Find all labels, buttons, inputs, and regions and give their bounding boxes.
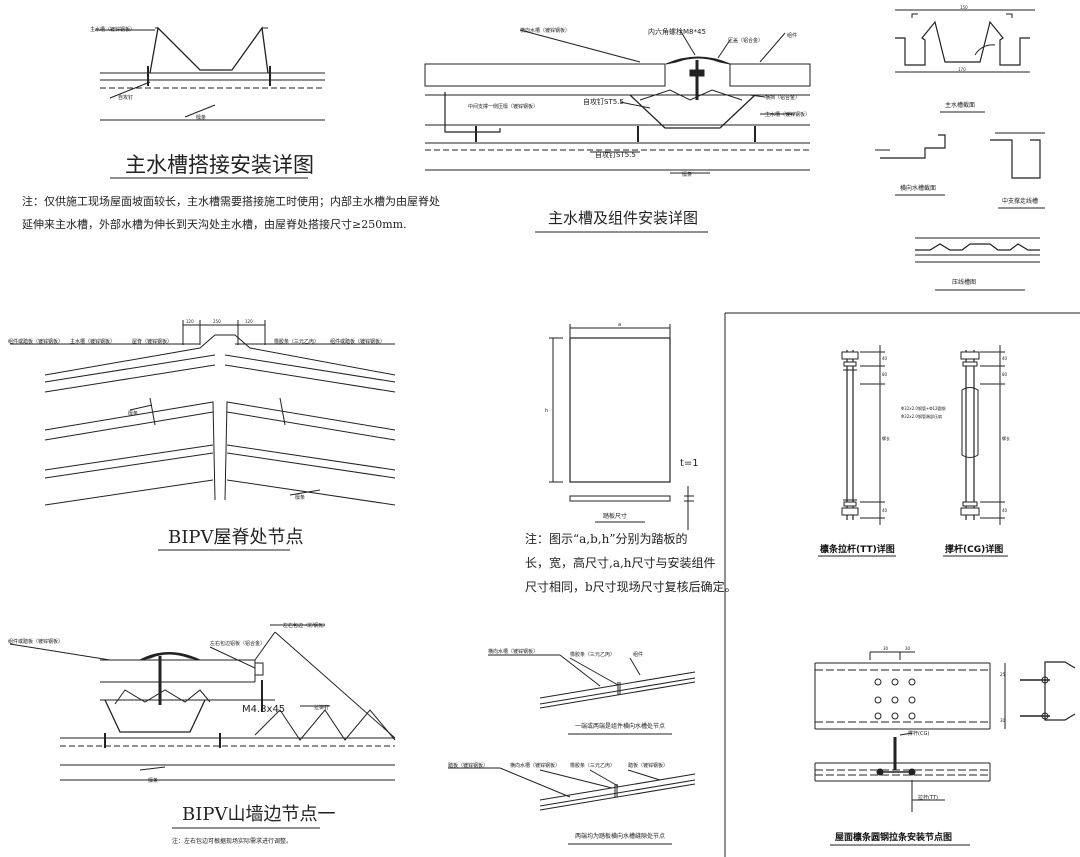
detail-gable-edge: 组件或踏板（镀锌钢板） 左右包边（彩钢瓦） 左右包边铝板（铝合金） M4.8x4… [8, 622, 396, 845]
label-ridge-module-left: 组件或踏板（镀锌钢板） [8, 338, 63, 345]
label-node-tt: 拉杆(TT) [918, 794, 938, 801]
dim-node-1: 30 [883, 646, 889, 651]
dim-ridge-left: 120 [186, 319, 194, 324]
label-ridge-purlin-left: 檩条 [128, 410, 138, 417]
title-strut-cg: 撑杆(CG)详图 [945, 543, 1003, 555]
dim-cg-top: 40 [1002, 356, 1008, 361]
detail-sections: 150 170 主水槽截面 横向水槽截面 中支撑走线槽 压线槽图 [875, 5, 1045, 291]
label-detail-b-1: 踏板（镀锌钢板） [448, 762, 488, 769]
dim-node-2: 30 [905, 646, 911, 651]
dim-node-side-1: 25 [1000, 672, 1006, 677]
label-ridge-seal: 橡胶条（三元乙丙） [274, 338, 319, 345]
label-main-gutter: 主水槽（镀锌钢板） [90, 26, 135, 33]
note-gable: 注：左右包边可根据现场实际需求进行调整。 [172, 837, 292, 845]
label-module: 组件 [787, 32, 797, 39]
title-ridge: BIPV屋脊处节点 [168, 527, 303, 548]
label-screw-1: 自攻钉ST5.5 [583, 97, 624, 106]
note-main-gutter-lap-1: 注：仅供施工现场屋面坡面较长，主水槽需要搭接施工时使用；内部主水槽为由屋脊处 [22, 194, 440, 208]
caption-board-size: 踏板尺寸 [603, 512, 627, 520]
label-gable-rivet: 拉铆钉 [314, 704, 329, 711]
title-cross-section: 横向水槽截面 [900, 184, 936, 192]
label-detail-b-4: 踏板（镀锌钢板） [628, 762, 668, 769]
title-gable: BIPV山墙边节点一 [182, 804, 335, 825]
note-cg-1: Φ32x2.0钢管+Φ12圆钢 [901, 405, 946, 411]
title-main-gutter-module: 主水槽及组件安装详图 [548, 209, 698, 227]
detail-cross-gutter-boards: 踏板（镀锌钢板） 横向水槽（镀锌钢板） 橡胶条（三元乙丙） 踏板（镀锌钢板） 两… [448, 762, 696, 845]
note-board-2: 长，宽，高尺寸,a,h尺寸与安装组件 [525, 555, 716, 570]
dim-ridge-right: 120 [245, 319, 253, 324]
label-detail-a-1: 横向水槽（镀锌钢板） [488, 648, 538, 655]
label-detail-b-3: 橡胶条（三元乙丙） [570, 762, 615, 769]
detail-main-gutter-module: 横向水槽（镀锌钢板） 内六角螺栓M8*45 压盖（铝合金） 组件 中间支撑一侧压… [424, 27, 811, 233]
dim-cg-mid: 80 [1002, 372, 1008, 377]
detail-main-gutter-lap: 主水槽（镀锌钢板） 自攻钉 檩条 主水槽搭接安装详图 注：仅供施工现场屋面坡面较… [22, 26, 440, 231]
label-gable-module: 组件或踏板（镀锌钢板） [8, 638, 63, 645]
label-bolt-m8: 内六角螺栓M8*45 [648, 27, 706, 36]
dim-board-a: a [618, 322, 621, 328]
label-purlin: 檩条 [196, 114, 206, 121]
label-detail-a-2: 橡胶条（三元乙丙） [570, 651, 615, 658]
title-detail-a: 一端或两端是组件横向水槽处节点 [575, 722, 665, 730]
dim-cg-bottom: 40 [1002, 508, 1008, 513]
label-detail-a-3: 组件 [633, 651, 643, 658]
label-self-tapping: 自攻钉 [118, 94, 133, 101]
title-detail-b: 两端均为踏板横向水槽缝隙处节点 [575, 832, 665, 840]
detail-strut-cg: 40 80 螺长 40 Φ32x2.0钢管+Φ12圆钢 Φ32x2.0钢管端部压… [901, 345, 1010, 557]
title-tie-rod-tt: 檩条拉杆(TT)详图 [820, 543, 895, 555]
dim-node-side-2: 30 [1000, 718, 1006, 723]
title-clamp: 压线槽图 [952, 278, 976, 286]
detail-tie-rod-tt: 40 80 螺长 40 檩条拉杆(TT)详图 [818, 345, 896, 557]
title-main-gutter-lap: 主水槽搭接安装详图 [125, 153, 314, 177]
detail-ridge: 120 250 120 组件或踏板（镀锌钢板） 主水槽（镀锌钢板） 屋脊（镀锌钢… [8, 319, 396, 551]
detail-board-size: a h t=1 踏板尺寸 注：图示“a,b,h”分别为踏板的 长，宽，高尺寸,a… [525, 322, 737, 594]
label-purlin-mid: 檩条 [682, 171, 692, 178]
dim-board-t: t=1 [680, 458, 699, 469]
label-gable-flash: 左右包边（彩钢瓦） [283, 622, 328, 629]
dim-section-top: 150 [960, 5, 968, 10]
dim-ridge-mid: 250 [213, 319, 221, 324]
label-screw-2: 自攻钉ST5.5 [595, 150, 636, 159]
label-mid-support: 中间支撑一侧压檩（镀锌钢板） [468, 103, 538, 110]
label-cross-gutter: 横向水槽（镀锌钢板） [520, 27, 570, 34]
note-cg-2: Φ32x2.0钢管端部压扁 [901, 413, 942, 419]
note-board-1: 注：图示“a,b,h”分别为踏板的 [525, 531, 687, 546]
label-node-cg: 撑杆(CG) [908, 730, 929, 737]
label-gable-bolt: M4.8x45 [242, 704, 285, 715]
dim-cg-length: 螺长 [1002, 435, 1010, 441]
dim-tt-length: 螺长 [882, 435, 890, 441]
label-ridge-main-gutter: 主水槽（镀锌钢板） [70, 338, 115, 345]
dim-tt-bottom: 40 [882, 508, 888, 513]
dim-tt-mid: 80 [882, 372, 888, 377]
label-gable-trim: 左右包边铝板（铝合金） [210, 640, 265, 647]
dim-tt-top: 40 [882, 356, 888, 361]
dim-section-bottom: 170 [958, 67, 966, 72]
label-clamp: 横挡（铝合金） [765, 94, 800, 101]
label-ridge-module-right: 组件或踏板（镀锌钢板） [330, 338, 385, 345]
detail-cross-gutter-module: 横向水槽（镀锌钢板） 橡胶条（三元乙丙） 组件 一端或两端是组件横向水槽处节点 [488, 648, 696, 735]
label-ridge-cap: 屋脊（镀锌钢板） [132, 338, 172, 345]
title-mid-support: 中支撑走线槽 [1002, 197, 1038, 205]
title-tie-node: 屋面檩条圆钢拉条安装节点图 [835, 831, 952, 843]
label-ridge-purlin-right: 檩条 [295, 494, 305, 501]
note-main-gutter-lap-2: 延伸来主水槽，外部水槽为伸长到天沟处主水槽，由屋脊处搭接尺寸≥250mm. [22, 217, 407, 231]
label-main-gutter-mid: 主水槽（镀锌钢板） [765, 111, 810, 118]
label-cap-aluminum: 压盖（铝合金） [728, 37, 763, 44]
label-detail-b-2: 横向水槽（镀锌钢板） [510, 762, 560, 769]
note-board-3: 尺寸相同，b尺寸现场尺寸复核后确定。 [525, 579, 737, 594]
title-main-section: 主水槽截面 [945, 101, 975, 109]
detail-tie-node: 30 30 25 30 撑 [814, 646, 1076, 846]
dim-board-h: h [545, 408, 548, 414]
right-frame [724, 312, 1080, 857]
label-gable-purlin: 檩条 [148, 777, 158, 784]
